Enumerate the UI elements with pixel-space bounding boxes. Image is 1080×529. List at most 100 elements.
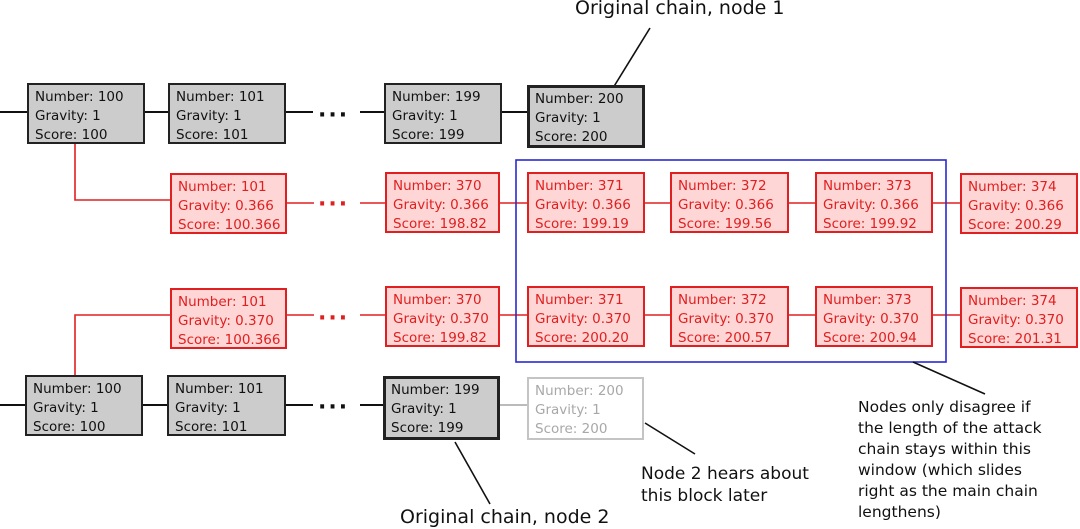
pointer-line [454,441,491,505]
block-gravity: Gravity: 0.370 [178,313,274,329]
block-score: Score: 100.366 [178,217,281,233]
block-number: Number: 100 [35,89,124,105]
pointer-line [644,422,696,455]
block-score: Score: 200 [535,421,608,437]
ellipsis-attack-a: ··· [318,192,350,217]
block-score: Score: 200 [535,129,608,145]
block-number: Number: 100 [33,381,122,397]
block-attack-b-373: Number: 373 Gravity: 0.370 Score: 200.94 [815,286,933,347]
block-gravity: Gravity: 0.366 [178,198,274,214]
block-bottom-late-200: Number: 200 Gravity: 1 Score: 200 [527,377,644,440]
label-line: Node 2 hears about [641,464,809,484]
label-line: right as the main chain [858,482,1038,500]
block-score: Score: 199.82 [393,330,487,346]
block-score: Score: 199 [392,127,465,143]
block-score: Score: 101 [175,419,248,435]
label-original-chain-node-1: Original chain, node 1 [575,0,785,19]
block-score: Score: 199 [391,420,464,436]
block-gravity: Gravity: 0.370 [823,311,919,327]
block-number: Number: 374 [968,293,1057,309]
block-score: Score: 100 [33,419,106,435]
block-gravity: Gravity: 1 [33,400,99,416]
block-score: Score: 200.57 [678,330,772,346]
block-number: Number: 200 [535,91,624,107]
block-score: Score: 200.29 [968,217,1062,233]
block-attack-a-374: Number: 374 Gravity: 0.366 Score: 200.29 [960,173,1078,234]
fork-line [74,143,170,201]
block-gravity: Gravity: 0.370 [678,311,774,327]
block-gravity: Gravity: 1 [35,108,101,124]
block-gravity: Gravity: 0.366 [393,197,489,213]
block-number: Number: 200 [535,383,624,399]
ellipsis-bottom-main: ··· [318,395,350,420]
block-attack-b-371: Number: 371 Gravity: 0.370 Score: 200.20 [527,286,645,347]
block-number: Number: 101 [178,294,267,310]
block-gravity: Gravity: 0.366 [535,197,631,213]
block-score: Score: 199.92 [823,216,917,232]
block-number: Number: 371 [535,178,624,194]
block-number: Number: 373 [823,178,912,194]
block-gravity: Gravity: 1 [535,402,601,418]
label-line: lengthens) [858,503,941,521]
block-score: Score: 199.56 [678,216,772,232]
block-top-main-199: Number: 199 Gravity: 1 Score: 199 [384,83,502,144]
block-number: Number: 371 [535,292,624,308]
label-late-block: Node 2 hears about this block later [641,463,809,507]
block-number: Number: 101 [176,89,265,105]
block-attack-b-372: Number: 372 Gravity: 0.370 Score: 200.57 [670,286,789,347]
block-gravity: Gravity: 1 [176,108,242,124]
block-score: Score: 100 [35,127,108,143]
label-original-chain-node-2: Original chain, node 2 [400,506,610,528]
block-gravity: Gravity: 1 [392,108,458,124]
pointer-line [912,361,986,395]
block-number: Number: 199 [392,89,481,105]
ellipsis-attack-b: ··· [318,306,350,331]
block-bottom-main-100: Number: 100 Gravity: 1 Score: 100 [25,375,143,436]
block-attack-a-101: Number: 101 Gravity: 0.366 Score: 100.36… [170,173,287,234]
block-score: Score: 199.19 [535,216,629,232]
block-gravity: Gravity: 0.370 [393,311,489,327]
label-line: window (which slides [858,461,1022,479]
block-attack-b-374: Number: 374 Gravity: 0.370 Score: 201.31 [960,287,1078,348]
block-score: Score: 198.82 [393,216,487,232]
block-gravity: Gravity: 0.366 [968,198,1064,214]
label-line: this block later [641,486,768,506]
block-top-main-200: Number: 200 Gravity: 1 Score: 200 [527,85,645,148]
block-score: Score: 201.31 [968,331,1062,347]
block-attack-a-370: Number: 370 Gravity: 0.366 Score: 198.82 [385,172,500,233]
disagreement-window [515,159,947,363]
block-number: Number: 199 [391,382,480,398]
block-attack-a-373: Number: 373 Gravity: 0.366 Score: 199.92 [815,172,933,233]
block-number: Number: 101 [175,381,264,397]
block-number: Number: 370 [393,292,482,308]
block-gravity: Gravity: 0.366 [678,197,774,213]
block-gravity: Gravity: 0.370 [535,311,631,327]
block-top-main-101: Number: 101 Gravity: 1 Score: 101 [168,83,286,144]
ellipsis-top-main: ··· [318,103,350,128]
block-gravity: Gravity: 0.370 [968,312,1064,328]
block-gravity: Gravity: 1 [535,110,601,126]
label-line: chain stays within this [858,440,1031,458]
block-attack-b-101: Number: 101 Gravity: 0.370 Score: 100.36… [170,288,287,349]
block-bottom-main-199: Number: 199 Gravity: 1 Score: 199 [383,376,500,440]
label-line: the length of the attack [858,419,1042,437]
block-attack-a-371: Number: 371 Gravity: 0.366 Score: 199.19 [527,172,645,233]
block-attack-a-372: Number: 372 Gravity: 0.366 Score: 199.56 [670,172,789,233]
block-number: Number: 372 [678,178,767,194]
label-line: Nodes only disagree if [858,398,1031,416]
block-bottom-main-101: Number: 101 Gravity: 1 Score: 101 [167,375,286,436]
block-score: Score: 100.366 [178,332,281,348]
fork-line [74,314,170,375]
label-window-note: Nodes only disagree if the length of the… [858,397,1042,523]
block-number: Number: 101 [178,179,267,195]
block-number: Number: 373 [823,292,912,308]
block-gravity: Gravity: 1 [175,400,241,416]
block-number: Number: 370 [393,178,482,194]
block-gravity: Gravity: 0.366 [823,197,919,213]
block-top-main-100: Number: 100 Gravity: 1 Score: 100 [27,83,145,144]
block-score: Score: 200.94 [823,330,917,346]
block-score: Score: 200.20 [535,330,629,346]
block-number: Number: 374 [968,179,1057,195]
